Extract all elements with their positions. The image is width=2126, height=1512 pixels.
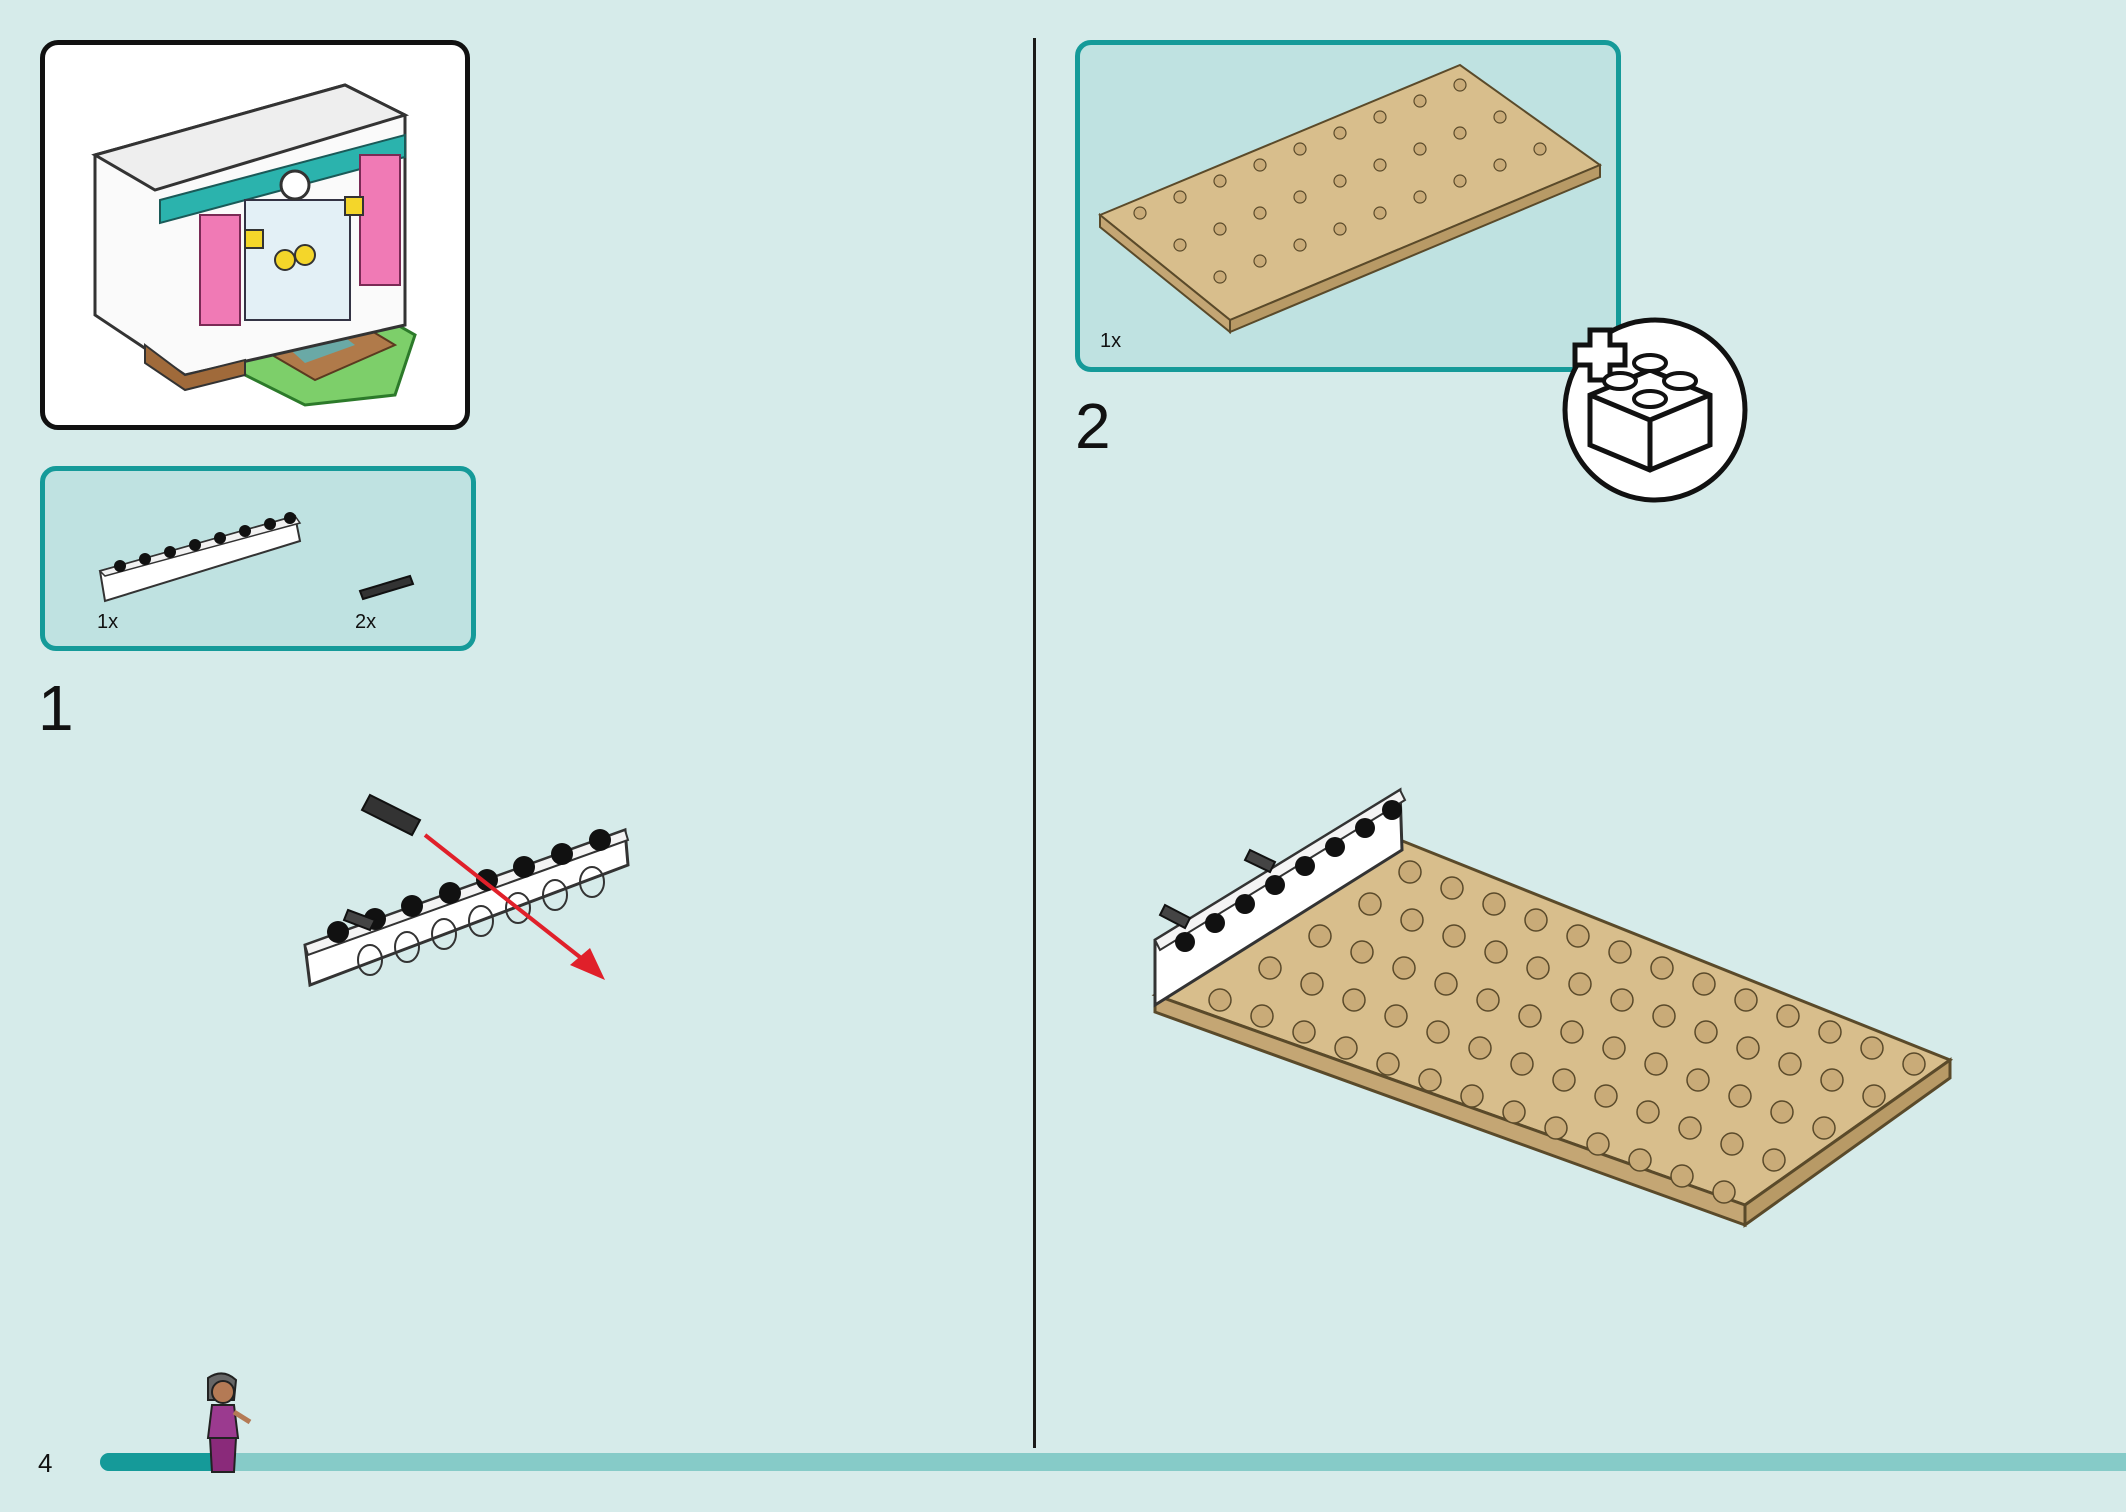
bakery-model-illustration bbox=[91, 83, 417, 407]
connector-peg-part bbox=[358, 574, 415, 601]
model-preview bbox=[40, 40, 470, 430]
progress-track bbox=[100, 1453, 2126, 1471]
progress-fill bbox=[100, 1453, 222, 1471]
part-qty-brick: 1x bbox=[97, 611, 119, 633]
technic-brick-part bbox=[98, 512, 302, 603]
step2-parts-box: 1x bbox=[1075, 40, 1621, 372]
step-number-1: 1 bbox=[38, 672, 74, 744]
step1-assembly-illustration bbox=[303, 793, 630, 988]
minifigure-icon bbox=[206, 1372, 252, 1473]
page-number: 4 bbox=[38, 1448, 53, 1478]
step1-parts-box: 1x 2x bbox=[40, 466, 476, 651]
tan-plate-part bbox=[1098, 63, 1603, 335]
page-divider bbox=[1033, 38, 1036, 1448]
add-brick-icon bbox=[1562, 317, 1748, 503]
step2-assembly-illustration bbox=[1151, 787, 1954, 1228]
part-qty-peg: 2x bbox=[355, 611, 377, 633]
part-qty-plate: 1x bbox=[1100, 330, 1122, 352]
step-number-2: 2 bbox=[1075, 390, 1111, 462]
